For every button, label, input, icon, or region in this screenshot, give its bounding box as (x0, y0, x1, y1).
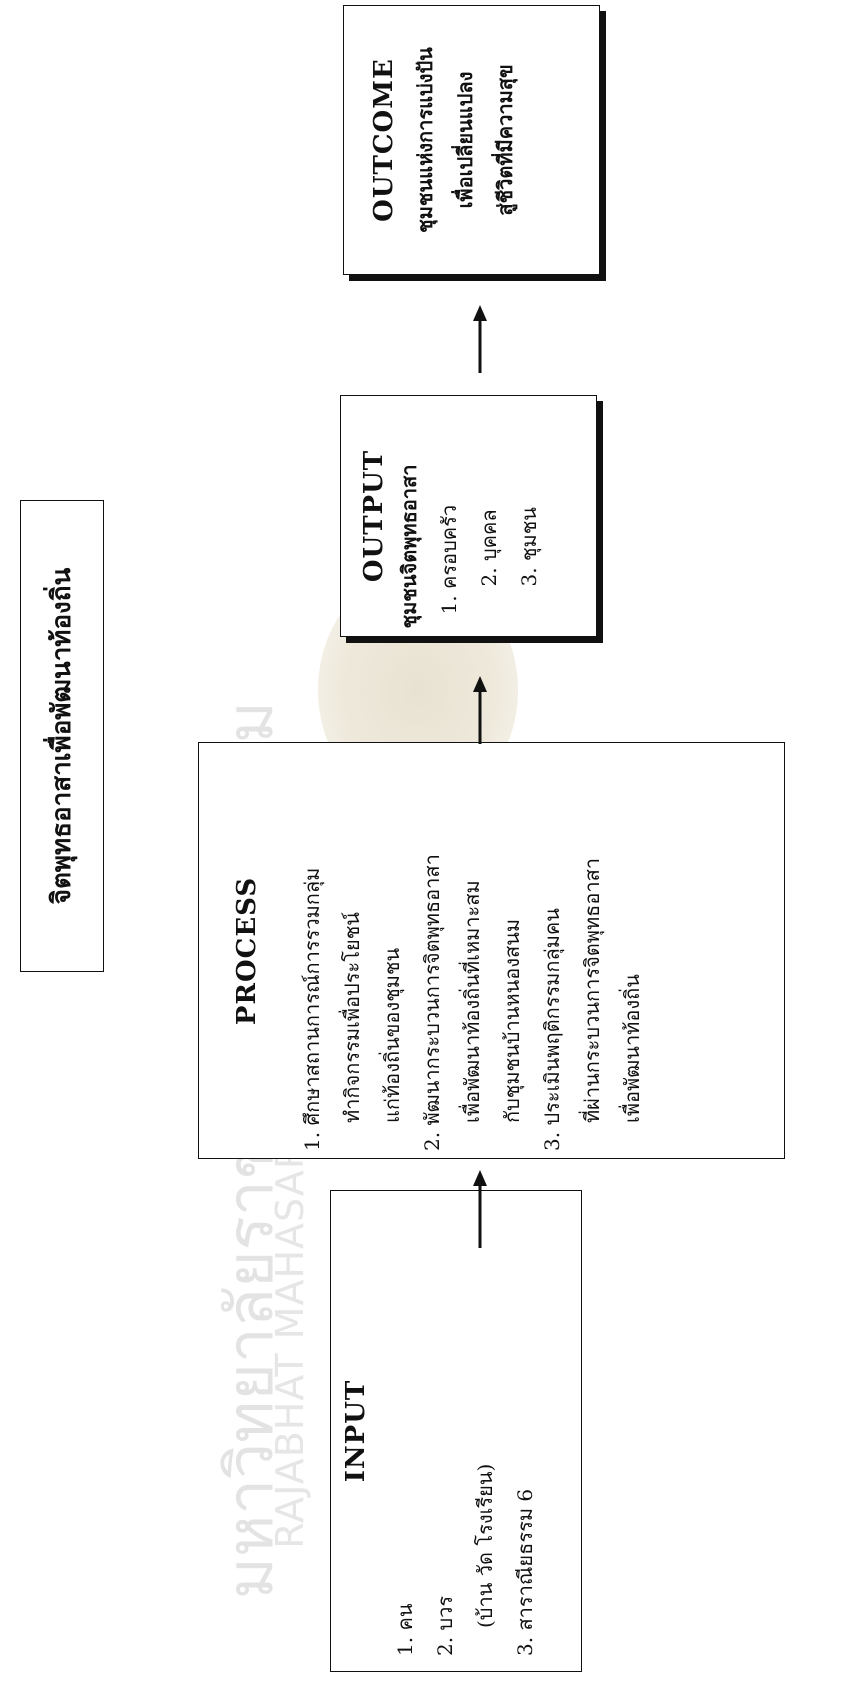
output-item: 1. ครอบครัว (436, 504, 461, 615)
arrow-output-to-outcome (473, 305, 487, 373)
input-box: INPUT 1. คน 2. บวร (บ้าน วัด โรงเรียน) 3… (330, 1190, 582, 1672)
diagram-title: จิตพุทธอาสาเพื่อพัฒนาท้องถิ่น (47, 567, 77, 905)
output-lead: ชุมชนจิตพุทธอาสา (396, 464, 421, 629)
process-item: แก่ท้องถิ่นของชุมชน (379, 947, 404, 1123)
outcome-heading: OUTCOME (368, 58, 399, 222)
arrow-input-to-process (473, 1170, 487, 1248)
process-item: 3. ประเมินพฤติกรรมกลุ่มคน (539, 907, 564, 1151)
input-item: (บ้าน วัด โรงเรียน) (473, 1463, 497, 1628)
process-box: PROCESS 1. ศึกษาสถานการณ์การรวมกลุ่ม ทำก… (198, 742, 785, 1159)
process-heading: PROCESS (231, 876, 262, 1025)
outcome-box: OUTCOME ชุมชนแห่งการแบ่งปัน เพื่อเปลี่ยน… (343, 5, 600, 275)
output-item: 3. ชุมชน (516, 507, 541, 587)
output-item: 2. บุคคล (476, 509, 501, 587)
process-item: เพื่อพัฒนาท้องถิ่นที่เหมาะสม (459, 879, 484, 1123)
input-item: 2. บวร (433, 1595, 457, 1656)
input-heading: INPUT (341, 1379, 371, 1483)
input-item: 1. คน (393, 1603, 417, 1657)
input-item: 3. สาราณียธรรม 6 (513, 1488, 537, 1656)
outcome-line: เพื่อเปลี่ยนแปลง (452, 71, 477, 209)
outcome-line: สู่ชีวิตที่มีความสุข (492, 64, 517, 216)
output-heading: OUTPUT (358, 449, 389, 583)
process-item: กับชุมชนบ้านหนองสนม (499, 918, 524, 1123)
process-item: ที่ผ่านกระบวนการจิตพุทธอาสา (579, 857, 604, 1123)
arrow-process-to-output (473, 676, 487, 744)
process-item: 2. พัฒนากระบวนการจิตพุทธอาสา (419, 853, 444, 1151)
process-item: 1. ศึกษาสถานการณ์การรวมกลุ่ม (299, 867, 324, 1151)
outcome-line: ชุมชนแห่งการแบ่งปัน (412, 47, 437, 233)
output-box: OUTPUT ชุมชนจิตพุทธอาสา 1. ครอบครัว 2. บ… (340, 395, 597, 637)
process-item: ทำกิจกรรมเพื่อประโยชน์ (339, 911, 364, 1123)
process-item: เพื่อพัฒนาท้องถิ่น (619, 973, 644, 1123)
title-box: จิตพุทธอาสาเพื่อพัฒนาท้องถิ่น (20, 500, 104, 972)
